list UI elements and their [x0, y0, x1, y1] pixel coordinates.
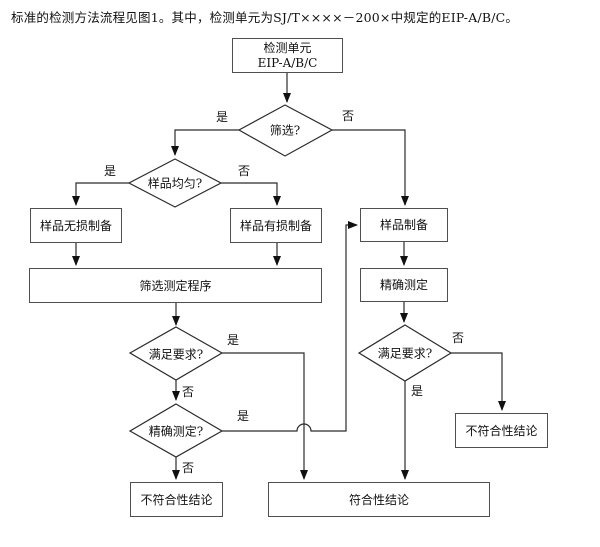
edge-uniform-no [221, 183, 281, 206]
edge-meets-left-yes [222, 353, 308, 480]
edge-uniform-yes [72, 183, 129, 206]
node-sample-prep: 样品制备 [360, 208, 448, 242]
edge-screening-yes [171, 130, 239, 156]
branch-uniform-yes: 是 [104, 164, 117, 178]
node-precise-measurement: 精确测定 [360, 268, 448, 302]
node-nonconformity-left: 不符合性结论 [130, 482, 223, 517]
node-nonconformity-right: 不符合性结论 [455, 413, 548, 448]
intro-text: 标准的检测方法流程见图1。其中，检测单元为SJ/T××××－200×中规定的EI… [11, 10, 519, 25]
branch-meets-right-yes: 是 [411, 384, 424, 398]
decision-screening-label: 筛选? [269, 123, 301, 138]
decision-precise-measure-label: 精确测定? [148, 424, 204, 439]
branch-precise-yes: 是 [237, 409, 250, 423]
detection-unit-line2: EIP-A/B/C [257, 55, 318, 70]
decision-meets-req-right-label: 满足要求? [377, 346, 433, 361]
decision-meets-req-left-label: 满足要求? [148, 347, 204, 362]
branch-screening-yes: 是 [216, 110, 229, 124]
detection-unit-line1: 检测单元 [263, 40, 312, 55]
branch-meets-right-no: 否 [452, 331, 465, 345]
branch-uniform-no: 否 [238, 164, 251, 178]
branch-screening-no: 否 [342, 109, 355, 123]
node-sample-destructive: 样品有损制备 [230, 208, 322, 243]
decision-meets-req-left-shape [130, 327, 222, 380]
edge-meets-right-no [451, 353, 506, 411]
decision-sample-uniform-shape [129, 159, 221, 207]
decision-precise-measure-shape [130, 404, 222, 457]
branch-meets-left-yes: 是 [227, 333, 240, 347]
edge-precise-q-yes-feedback [222, 221, 358, 431]
decision-screening-shape [239, 105, 332, 156]
decision-meets-req-right-shape [359, 325, 451, 381]
node-detection-unit: 检测单元 EIP-A/B/C [232, 38, 343, 73]
node-conformity: 符合性结论 [268, 482, 490, 517]
node-screening-procedure: 筛选测定程序 [29, 268, 322, 303]
decision-sample-uniform-label: 样品均匀? [147, 176, 203, 191]
node-sample-nondestructive: 样品无损制备 [30, 208, 122, 243]
branch-precise-no: 否 [182, 461, 195, 475]
branch-meets-left-no: 否 [182, 385, 195, 399]
edge-screening-no [332, 130, 409, 206]
